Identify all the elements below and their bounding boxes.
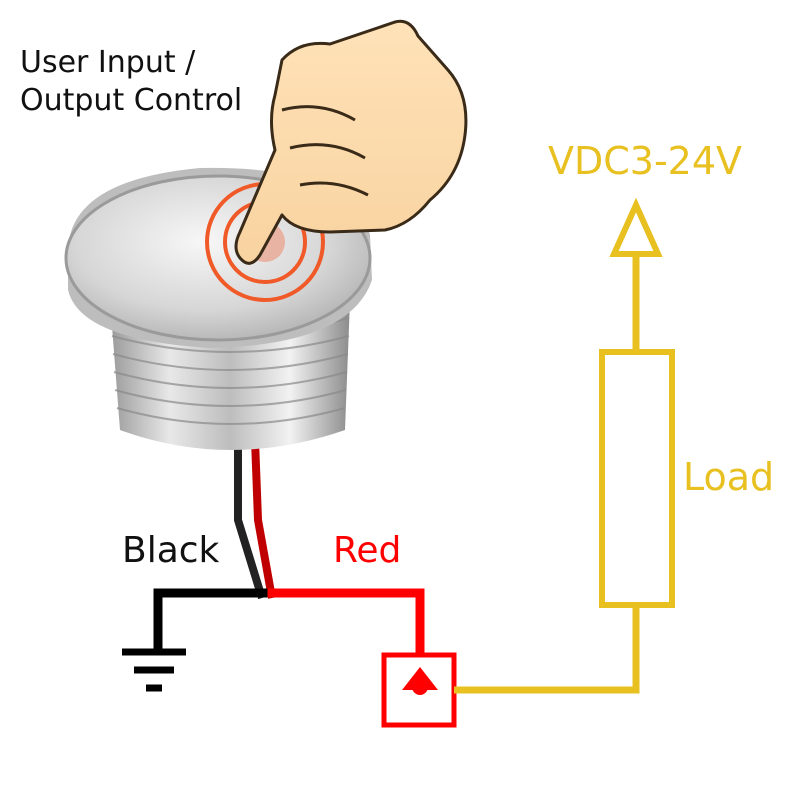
ground-icon [122,648,186,692]
supply-arrow [609,197,663,257]
push-button [64,167,372,600]
pointing-hand-icon [234,19,468,265]
load-label: Load [683,455,774,499]
black-wire-label: Black [122,530,220,571]
red-wire-label: Red [333,530,401,571]
red-wire [267,588,425,670]
supply-wire [454,254,640,694]
switch-terminal-icon [381,652,457,728]
load-resistor [599,349,675,608]
caption-line1: User Input / [20,45,196,80]
black-wire [153,588,273,653]
caption-line2: Output Control [20,83,242,118]
supply-voltage-label: VDC3-24V [548,139,742,183]
